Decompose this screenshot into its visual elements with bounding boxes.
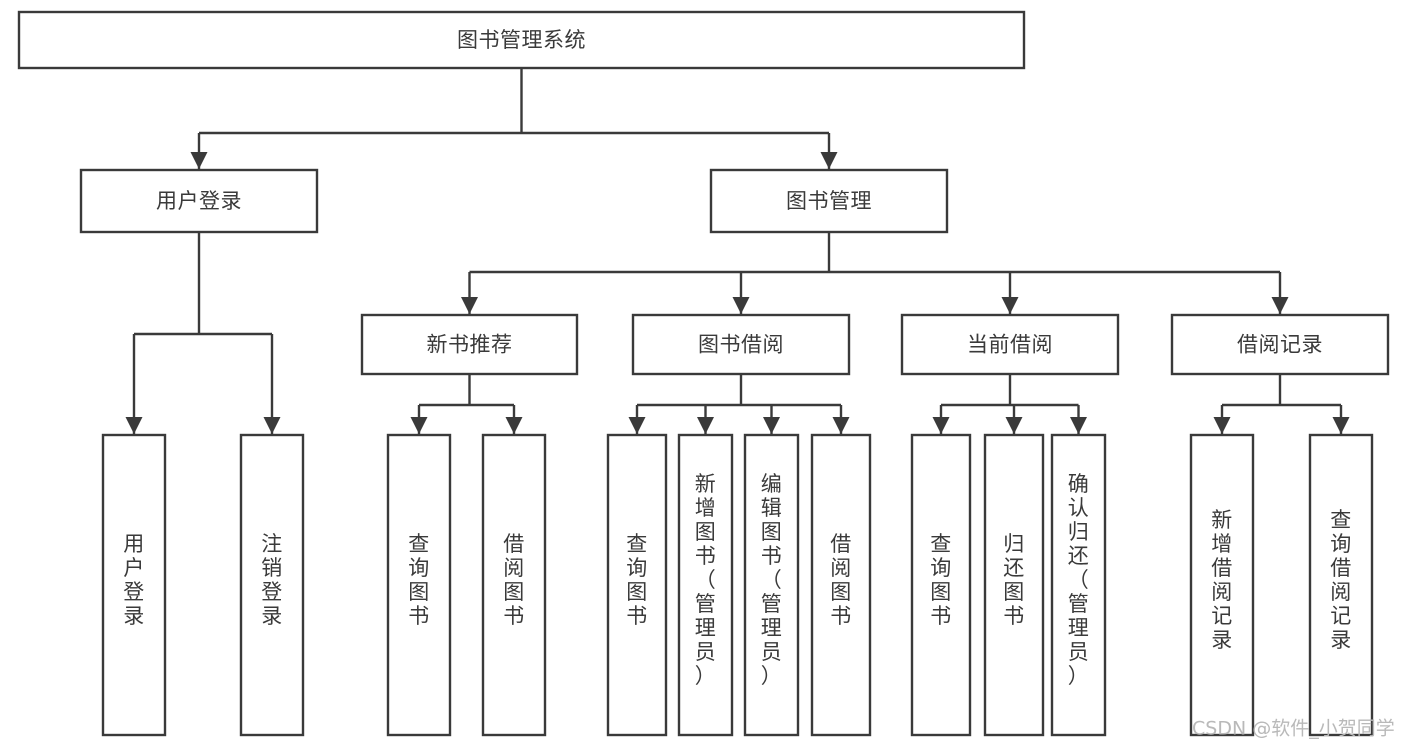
node-box-book-manage[interactable] <box>709 168 949 234</box>
arrow-to-leaf-query-borrow-record <box>1332 417 1350 434</box>
node-leaf-return-book[interactable]: 归还图书 <box>983 433 1045 737</box>
node-label-leaf-user-login: 用户登录 <box>123 532 145 628</box>
node-borrow-records[interactable]: 借阅记录 <box>1170 313 1390 376</box>
node-label-leaf-logout: 注销登录 <box>261 532 283 628</box>
arrow-to-leaf-return-book <box>1005 417 1023 434</box>
watermark-label: CSDN @软件_小贺同学 <box>1192 718 1395 740</box>
node-box-current-borrow[interactable] <box>900 313 1120 376</box>
arrow-to-leaf-add-borrow-record <box>1213 417 1231 434</box>
node-label-borrow-records: 借阅记录 <box>1237 333 1323 357</box>
node-label-current-borrow: 当前借阅 <box>967 333 1053 357</box>
node-label-leaf-query-book-borrow: 查询图书 <box>626 532 648 628</box>
node-box-leaf-query-book-current[interactable] <box>910 433 972 737</box>
arrow-to-leaf-query-book-borrow <box>628 417 646 434</box>
arrow-to-leaf-edit-book-admin <box>763 417 780 434</box>
node-box-leaf-query-book-recommend[interactable] <box>386 433 452 737</box>
node-label-leaf-query-book-current: 查询图书 <box>930 532 952 628</box>
node-root[interactable]: 图书管理系统 <box>17 10 1026 70</box>
arrow-to-new-book-recommend <box>461 297 478 314</box>
node-leaf-query-book-current[interactable]: 查询图书 <box>910 433 972 737</box>
node-label-leaf-add-borrow-record: 新增借阅记录 <box>1211 508 1233 652</box>
node-label-leaf-borrow-book-recommend: 借阅图书 <box>503 532 525 628</box>
node-leaf-edit-book-admin[interactable]: 编辑图书（管理员） <box>743 433 800 737</box>
arrow-to-leaf-logout <box>263 417 281 434</box>
node-leaf-user-login[interactable]: 用户登录 <box>101 433 167 737</box>
node-box-book-borrow[interactable] <box>631 313 851 376</box>
node-box-leaf-borrow-book-recommend[interactable] <box>481 433 547 737</box>
node-user-login[interactable]: 用户登录 <box>79 168 319 234</box>
node-label-leaf-edit-book-admin: 编辑图书（管理员） <box>761 472 783 688</box>
node-new-book-recommend[interactable]: 新书推荐 <box>360 313 579 376</box>
arrow-to-book-manage <box>820 152 838 169</box>
node-box-leaf-query-book-borrow[interactable] <box>606 433 668 737</box>
node-leaf-query-book-recommend[interactable]: 查询图书 <box>386 433 452 737</box>
node-book-borrow[interactable]: 图书借阅 <box>631 313 851 376</box>
arrow-to-leaf-user-login <box>125 417 143 434</box>
node-box-user-login[interactable] <box>79 168 319 234</box>
arrow-to-user-login <box>190 152 208 169</box>
arrow-to-borrow-records <box>1271 297 1289 314</box>
node-label-leaf-borrow-book: 借阅图书 <box>830 532 852 628</box>
node-leaf-add-book-admin[interactable]: 新增图书（管理员） <box>677 433 734 737</box>
node-label-new-book-recommend: 新书推荐 <box>427 333 513 357</box>
arrow-to-current-borrow <box>1001 297 1019 314</box>
arrow-to-leaf-confirm-return-admin <box>1070 417 1087 434</box>
node-box-leaf-borrow-book[interactable] <box>810 433 872 737</box>
arrow-to-leaf-query-book-recommend <box>410 417 428 434</box>
node-box-leaf-add-borrow-record[interactable] <box>1189 433 1255 737</box>
node-box-borrow-records[interactable] <box>1170 313 1390 376</box>
node-leaf-borrow-book[interactable]: 借阅图书 <box>810 433 872 737</box>
arrow-to-leaf-add-book-admin <box>697 417 714 434</box>
node-box-leaf-add-book-admin[interactable] <box>677 433 734 737</box>
arrow-to-book-borrow <box>732 297 750 314</box>
arrow-to-leaf-borrow-book <box>832 417 850 434</box>
arrow-to-leaf-query-book-current <box>932 417 950 434</box>
node-leaf-confirm-return-admin[interactable]: 确认归还（管理员） <box>1050 433 1107 737</box>
node-box-leaf-query-borrow-record[interactable] <box>1308 433 1374 737</box>
node-label-book-manage: 图书管理 <box>786 189 872 213</box>
node-box-leaf-confirm-return-admin[interactable] <box>1050 433 1107 737</box>
node-leaf-add-borrow-record[interactable]: 新增借阅记录 <box>1189 433 1255 737</box>
node-leaf-borrow-book-recommend[interactable]: 借阅图书 <box>481 433 547 737</box>
node-label-leaf-query-book-recommend: 查询图书 <box>408 532 430 628</box>
connector-lines <box>125 68 1350 434</box>
node-leaf-query-book-borrow[interactable]: 查询图书 <box>606 433 668 737</box>
node-box-leaf-logout[interactable] <box>239 433 305 737</box>
node-label-leaf-return-book: 归还图书 <box>1003 532 1025 628</box>
node-current-borrow[interactable]: 当前借阅 <box>900 313 1120 376</box>
node-leaf-query-borrow-record[interactable]: 查询借阅记录 <box>1308 433 1374 737</box>
node-label-user-login: 用户登录 <box>156 189 242 213</box>
node-box-leaf-edit-book-admin[interactable] <box>743 433 800 737</box>
node-box-leaf-user-login[interactable] <box>101 433 167 737</box>
node-box-new-book-recommend[interactable] <box>360 313 579 376</box>
arrow-to-leaf-borrow-book-recommend <box>505 417 523 434</box>
node-box-leaf-return-book[interactable] <box>983 433 1045 737</box>
node-label-book-borrow: 图书借阅 <box>698 333 784 357</box>
node-label-leaf-add-book-admin: 新增图书（管理员） <box>695 472 717 688</box>
node-label-root: 图书管理系统 <box>457 28 586 52</box>
node-boxes: 图书管理系统用户登录图书管理新书推荐图书借阅当前借阅借阅记录用户登录注销登录查询… <box>17 10 1390 737</box>
node-label-leaf-query-borrow-record: 查询借阅记录 <box>1330 508 1352 652</box>
node-book-manage[interactable]: 图书管理 <box>709 168 949 234</box>
node-leaf-logout[interactable]: 注销登录 <box>239 433 305 737</box>
node-box-root[interactable] <box>17 10 1026 70</box>
node-label-leaf-confirm-return-admin: 确认归还（管理员） <box>1068 472 1090 688</box>
